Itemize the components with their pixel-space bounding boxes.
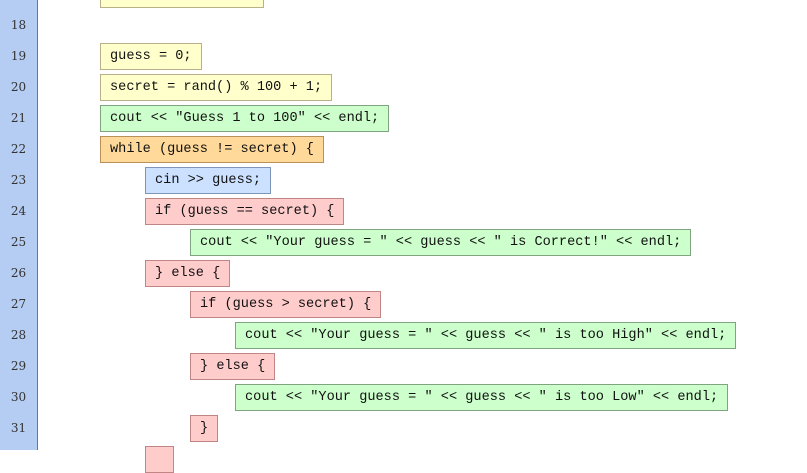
line-number: 25 xyxy=(10,235,27,249)
line-number: 20 xyxy=(10,80,27,94)
line-number: 21 xyxy=(10,111,27,125)
line-number: 18 xyxy=(10,18,27,32)
line-number: 26 xyxy=(10,266,27,280)
code-block[interactable]: secret = rand() % 100 + 1; xyxy=(100,74,333,101)
line-number: 19 xyxy=(10,49,27,63)
line-number: 31 xyxy=(10,421,27,435)
code-block[interactable]: } xyxy=(190,415,219,442)
code-block[interactable]: guess = 0; xyxy=(100,43,202,70)
line-number: 29 xyxy=(10,359,27,373)
code-block[interactable]: cin >> guess; xyxy=(145,167,272,194)
code-block[interactable]: if (guess == secret) { xyxy=(145,198,345,225)
line-number: 23 xyxy=(10,173,27,187)
code-block-partial-top[interactable] xyxy=(100,0,264,8)
code-block-partial-bottom[interactable] xyxy=(145,446,174,473)
line-number: 24 xyxy=(10,204,27,218)
line-number-gutter xyxy=(0,0,38,450)
code-block[interactable]: cout << "Guess 1 to 100" << endl; xyxy=(100,105,390,132)
code-block[interactable]: } else { xyxy=(145,260,231,287)
code-block[interactable]: cout << "Your guess = " << guess << " is… xyxy=(235,322,737,349)
code-block[interactable]: cout << "Your guess = " << guess << " is… xyxy=(235,384,729,411)
code-block[interactable]: while (guess != secret) { xyxy=(100,136,324,163)
line-number: 30 xyxy=(10,390,27,404)
line-number: 27 xyxy=(10,297,27,311)
code-block[interactable]: if (guess > secret) { xyxy=(190,291,382,318)
code-block[interactable]: } else { xyxy=(190,353,276,380)
line-number: 22 xyxy=(10,142,27,156)
line-number: 28 xyxy=(10,328,27,342)
code-block[interactable]: cout << "Your guess = " << guess << " is… xyxy=(190,229,692,256)
